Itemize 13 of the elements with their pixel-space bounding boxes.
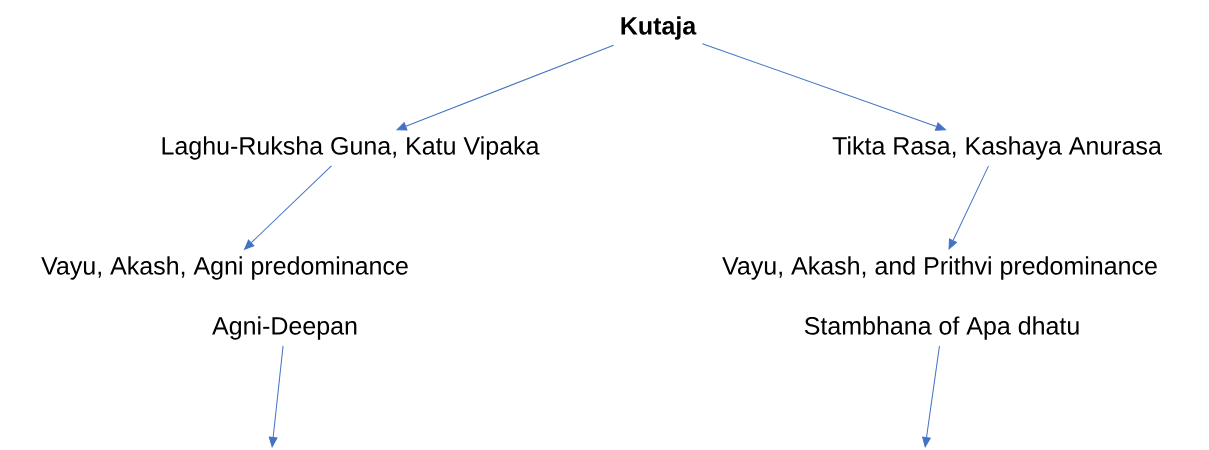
arrow [396,44,615,131]
node-text: Vayu, Akash, and Prithvi predominance [722,256,1157,280]
arrow [244,165,332,250]
arrow [948,165,990,250]
arrow [701,43,946,131]
node-text: Tikta Rasa, Kashaya Anurasa [832,136,1162,160]
node-text: Laghu-Ruksha Guna, Katu Vipaka [162,136,540,160]
title-text: Kutaja [621,16,697,40]
arrow [922,345,940,448]
node-text: Stambhana of Apa dhatu [804,316,1079,340]
node-text: Vayu, Akash, Agni predominance [41,256,408,280]
arrow [268,345,284,448]
node-text: Agni-Deepan [212,316,357,340]
